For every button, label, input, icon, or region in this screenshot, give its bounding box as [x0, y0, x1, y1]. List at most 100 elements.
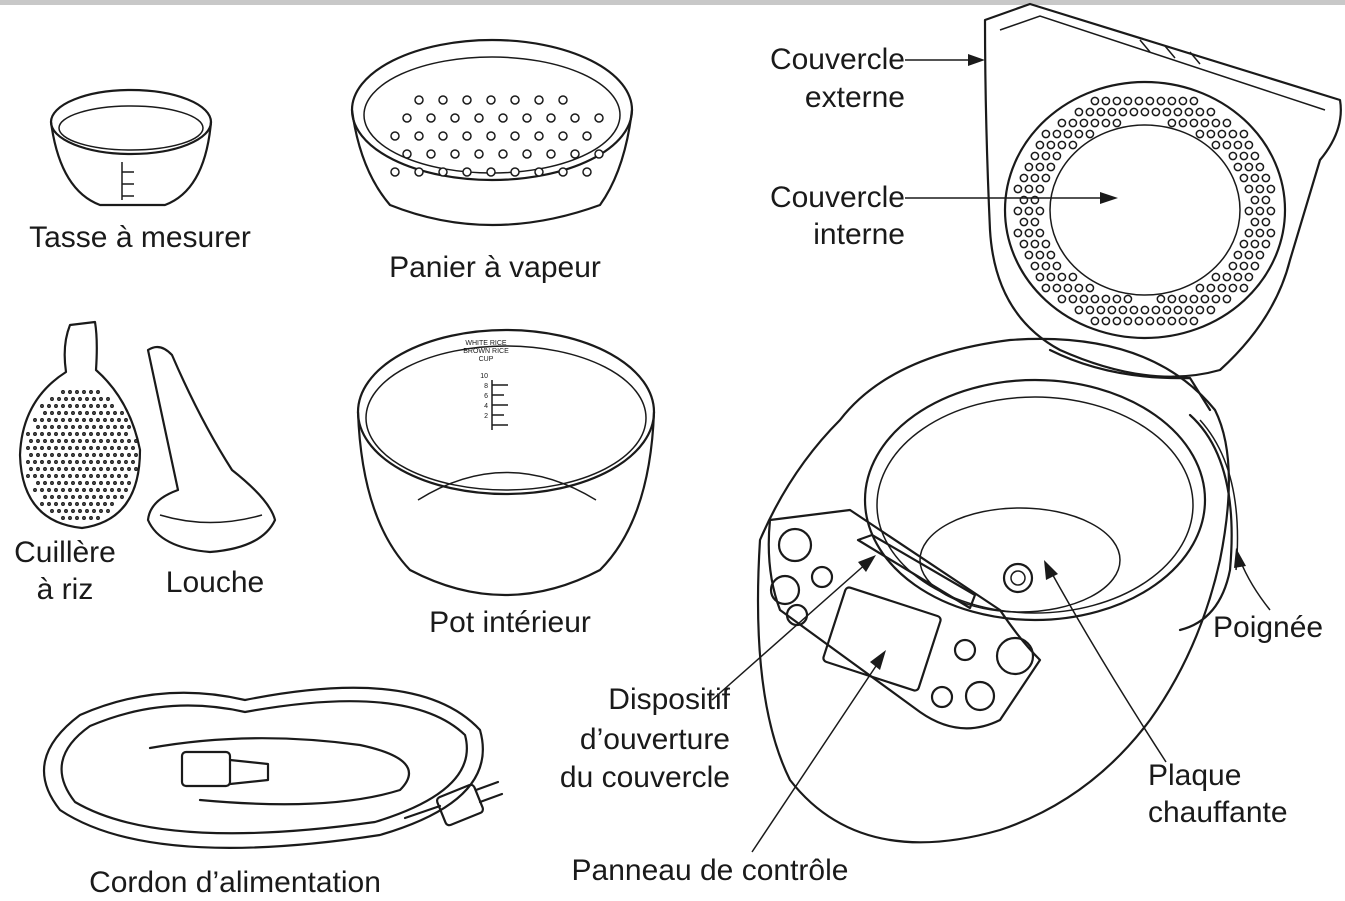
perforation-hole — [127, 439, 131, 443]
perforation-hole — [106, 495, 110, 499]
perforation-hole — [1239, 151, 1249, 161]
perforation-hole — [1233, 272, 1243, 282]
label-inner-lid-1: Couvercle — [769, 181, 905, 214]
perforation-hole — [99, 453, 103, 457]
perforation-hole — [71, 495, 75, 499]
perforation-hole — [1013, 184, 1023, 194]
perforation-hole — [68, 404, 72, 408]
perforation-hole — [1118, 107, 1128, 117]
perforation-hole — [50, 397, 54, 401]
perforation-hole — [1233, 140, 1243, 150]
perforation-hole — [43, 439, 47, 443]
perforation-hole — [1250, 173, 1260, 183]
perforation-hole — [64, 411, 68, 415]
perforation-hole — [558, 95, 568, 105]
perforation-hole — [1112, 96, 1122, 106]
perforation-hole — [89, 460, 93, 464]
perforation-hole — [1250, 261, 1260, 271]
perforation-hole — [29, 439, 33, 443]
perforation-hole — [57, 453, 61, 457]
perforation-hole — [47, 432, 51, 436]
perforation-hole — [64, 397, 68, 401]
perforation-hole — [64, 439, 68, 443]
perforation-hole — [1035, 140, 1045, 150]
perforation-hole — [120, 453, 124, 457]
perforation-hole — [61, 502, 65, 506]
perforation-hole — [1030, 239, 1040, 249]
perforation-hole — [50, 453, 54, 457]
perforation-hole — [75, 404, 79, 408]
perforation-hole — [43, 481, 47, 485]
perforation-hole — [127, 467, 131, 471]
perforation-hole — [36, 439, 40, 443]
perforation-hole — [1189, 316, 1199, 326]
perforation-hole — [1250, 217, 1260, 227]
perforation-hole — [78, 439, 82, 443]
perforation-hole — [92, 411, 96, 415]
perforation-hole — [1085, 305, 1095, 315]
perforation-hole — [85, 397, 89, 401]
perforation-hole — [85, 439, 89, 443]
perforation-hole — [124, 488, 128, 492]
perforation-hole — [1041, 173, 1051, 183]
perforation-hole — [462, 167, 472, 177]
perforation-hole — [390, 131, 400, 141]
steam-basket-drawing — [350, 38, 634, 227]
perforation-hole — [50, 467, 54, 471]
perforation-hole — [75, 390, 79, 394]
perforation-hole — [113, 439, 117, 443]
perforation-hole — [462, 131, 472, 141]
label-rice-spoon-1: Cuillère — [14, 536, 116, 569]
label-measuring-cup: Tasse à mesurer — [29, 221, 251, 254]
perforation-hole — [124, 460, 128, 464]
perforation-hole — [89, 418, 93, 422]
perforation-hole — [1200, 118, 1210, 128]
perforation-hole — [1030, 151, 1040, 161]
perforation-hole — [68, 488, 72, 492]
measuring-cup-drawing — [49, 88, 213, 207]
perforation-hole — [124, 418, 128, 422]
perforation-hole — [75, 516, 79, 520]
perforation-hole — [103, 460, 107, 464]
perforation-hole — [103, 474, 107, 478]
perforation-hole — [1244, 140, 1254, 150]
perforation-hole — [1173, 305, 1183, 315]
perforation-hole — [103, 418, 107, 422]
perforation-hole — [1063, 283, 1073, 293]
perforation-hole — [47, 418, 51, 422]
perforation-hole — [50, 495, 54, 499]
perforation-hole — [50, 425, 54, 429]
label-inner-lid-2: interne — [813, 218, 905, 251]
perforation-hole — [1167, 294, 1177, 304]
perforation-hole — [92, 495, 96, 499]
perforation-hole — [486, 167, 496, 177]
perforation-hole — [96, 474, 100, 478]
perforation-hole — [71, 439, 75, 443]
perforation-hole — [1046, 250, 1056, 260]
perforation-hole — [510, 95, 520, 105]
perforation-hole — [40, 502, 44, 506]
perforation-hole — [522, 149, 532, 159]
perforation-hole — [106, 509, 110, 513]
perforation-hole — [96, 432, 100, 436]
perforation-hole — [462, 95, 472, 105]
perforation-hole — [92, 453, 96, 457]
perforation-hole — [110, 418, 114, 422]
perforation-hole — [120, 467, 124, 471]
perforation-hole — [1118, 305, 1128, 315]
perforation-hole — [1035, 162, 1045, 172]
perforation-hole — [78, 509, 82, 513]
perforation-hole — [1052, 283, 1062, 293]
perforation-hole — [438, 131, 448, 141]
perforation-hole — [40, 404, 44, 408]
perforation-hole — [57, 481, 61, 485]
perforation-hole — [402, 113, 412, 123]
perforation-hole — [1244, 206, 1254, 216]
perforation-hole — [1233, 250, 1243, 260]
perforation-hole — [131, 446, 135, 450]
perforation-hole — [96, 488, 100, 492]
perforation-hole — [1151, 107, 1161, 117]
perforation-hole — [47, 474, 51, 478]
perforation-hole — [68, 516, 72, 520]
perforation-hole — [82, 502, 86, 506]
